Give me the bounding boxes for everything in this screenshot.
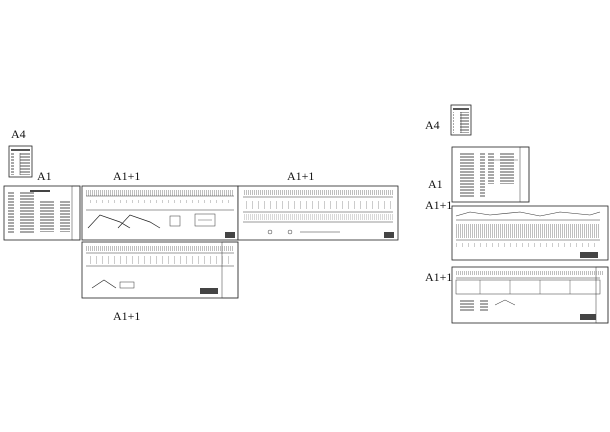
label-a4-left: A4	[11, 127, 26, 141]
label-a1-right: A1	[428, 177, 443, 191]
sheet-a1p1-right-bottom	[451, 266, 609, 324]
label-a4-right: A4	[425, 118, 440, 132]
label-a1p1-right: A1+1	[287, 169, 315, 183]
label-a1-left: A1	[37, 169, 52, 183]
sheet-a1p1-elevation-bottom	[81, 241, 239, 299]
label-a1p1-bottom: A1+1	[113, 309, 141, 323]
label-a1p1-mid-right: A1+1	[425, 198, 453, 212]
sheet-a4-right	[450, 104, 472, 136]
sheet-a1-notes	[3, 185, 81, 241]
sheet-a1p1-right-mid	[451, 205, 609, 261]
sheet-a1p1-elevation-right	[237, 185, 399, 241]
sheet-a4-left	[8, 145, 33, 178]
label-a1p1-top: A1+1	[113, 169, 141, 183]
sheet-a1-right	[451, 146, 530, 203]
label-a1p1-bottom-right: A1+1	[425, 270, 453, 284]
sheet-a1p1-elevation-top	[81, 185, 239, 241]
